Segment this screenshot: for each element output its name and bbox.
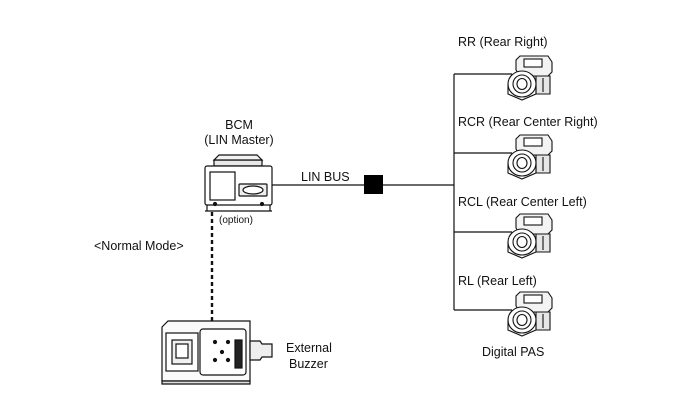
pas-sensor-rl-icon xyxy=(507,291,553,337)
external-buzzer-icon xyxy=(161,320,273,385)
sensor-label-rcl: RCL (Rear Center Left) xyxy=(458,195,587,209)
sensor-label-rr: RR (Rear Right) xyxy=(458,35,548,49)
digital-pas-label: Digital PAS xyxy=(482,345,545,359)
pas-sensor-rcl-icon xyxy=(507,213,553,259)
external-buzzer-label-line1: External xyxy=(286,341,332,355)
bcm-option-label: (option) xyxy=(219,215,253,226)
bcm-module-icon xyxy=(204,154,273,212)
lin-bus-label: LIN BUS xyxy=(301,170,350,184)
normal-mode-label: <Normal Mode> xyxy=(94,239,184,253)
sensor-label-rcr: RCR (Rear Center Right) xyxy=(458,115,598,129)
bcm-title: BCM xyxy=(225,118,253,132)
lin-bus-junction xyxy=(364,175,383,194)
bcm-subtitle: (LIN Master) xyxy=(204,133,274,147)
pas-sensor-rcr-icon xyxy=(507,134,553,180)
pas-sensor-rr-icon xyxy=(507,55,553,101)
sensor-label-rl: RL (Rear Left) xyxy=(458,274,537,288)
external-buzzer-label-line2: Buzzer xyxy=(289,357,328,371)
